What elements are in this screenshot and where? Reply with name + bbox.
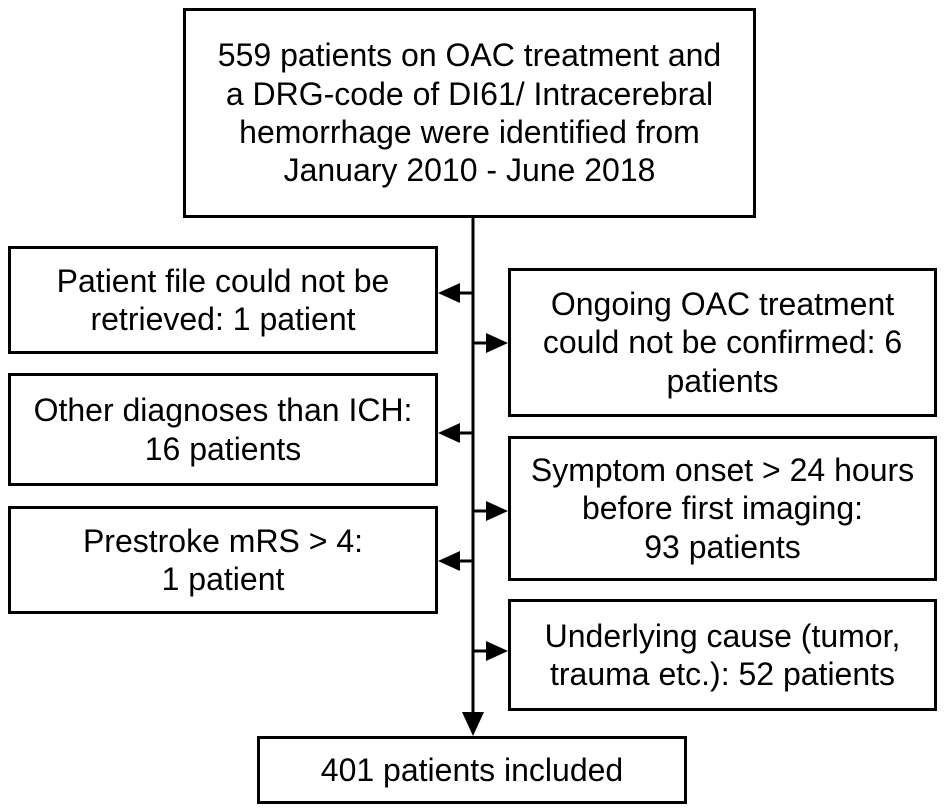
arrowhead-to-cause bbox=[486, 641, 508, 661]
exclusion-box-prestroke-mrs: Prestroke mRS > 4: 1 patient bbox=[8, 506, 438, 614]
exclusion-box-line: Patient file could not be bbox=[56, 262, 390, 299]
exclusion-box-line: Underlying cause (tumor, bbox=[544, 617, 901, 654]
exclusion-box-symptom-onset: Symptom onset > 24 hours before first im… bbox=[508, 436, 937, 581]
final-box: 401 patients included bbox=[257, 736, 687, 804]
arrowhead-to-final bbox=[462, 712, 484, 736]
exclusion-box-line: trauma etc.): 52 patients bbox=[549, 656, 896, 692]
arrowhead-to-file bbox=[438, 283, 460, 303]
exclusion-box-line: Symptom onset > 24 hours bbox=[530, 451, 915, 488]
exclusion-box-line: before first imaging: bbox=[581, 490, 863, 527]
exclusion-box-line: retrieved: 1 patient bbox=[90, 301, 356, 337]
exclusion-box-oac-not-confirmed: Ongoing OAC treatment could not be confi… bbox=[508, 268, 937, 417]
arrowhead-to-diag bbox=[438, 423, 460, 443]
start-box: 559 patients on OAC treatment and a DRG-… bbox=[183, 8, 756, 218]
start-box-line: a DRG-code of DI61/ Intracerebral bbox=[225, 75, 714, 112]
start-box-line: 559 patients on OAC treatment and bbox=[217, 37, 722, 74]
exclusion-box-line: 93 patients bbox=[644, 528, 801, 565]
exclusion-box-underlying-cause: Underlying cause (tumor, trauma etc.): 5… bbox=[508, 599, 937, 711]
start-box-line: hemorrhage were identified from bbox=[239, 114, 700, 150]
exclusion-box-line: Other diagnoses than ICH: bbox=[33, 392, 413, 429]
arrowhead-to-oac bbox=[486, 333, 508, 353]
exclusion-box-line: could not be confirmed: 6 bbox=[542, 324, 903, 361]
final-box-line: 401 patients included bbox=[320, 751, 624, 788]
exclusion-box-line: 16 patients bbox=[144, 430, 302, 467]
exclusion-box-line: Prestroke mRS > 4: bbox=[82, 522, 364, 559]
exclusion-box-line: 1 patient bbox=[161, 561, 285, 597]
exclusion-box-line: patients bbox=[666, 362, 779, 399]
exclusion-box-line: Ongoing OAC treatment bbox=[550, 285, 895, 322]
arrowhead-to-mrs bbox=[438, 551, 460, 571]
exclusion-box-file-not-retrieved: Patient file could not be retrieved: 1 p… bbox=[8, 246, 438, 354]
start-box-line: January 2010 - June 2018 bbox=[283, 152, 656, 189]
exclusion-box-other-diagnoses: Other diagnoses than ICH: 16 patients bbox=[8, 373, 438, 486]
arrowhead-to-onset bbox=[486, 501, 508, 521]
